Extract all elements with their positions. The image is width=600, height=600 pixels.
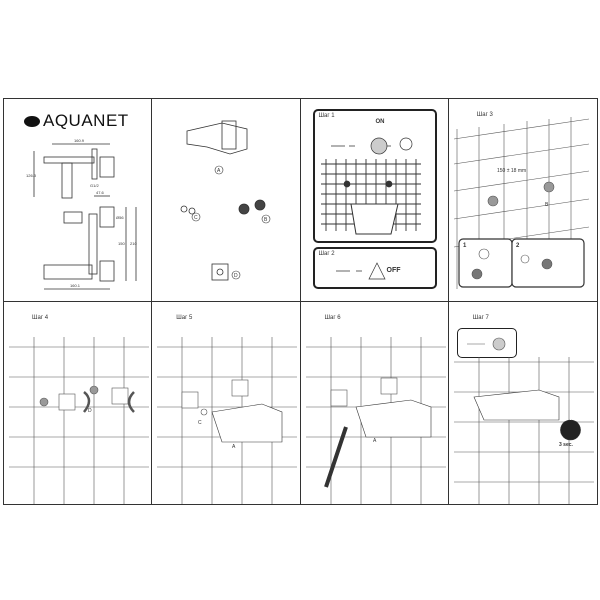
panel-parts: A C B D xyxy=(152,99,301,302)
part-label-c: C xyxy=(194,215,198,221)
part-label-a: A xyxy=(373,438,377,444)
step-5-label: Шаг 5 xyxy=(176,314,193,321)
part-label-d: D xyxy=(88,408,92,414)
brand-logo: AQUANET xyxy=(24,111,129,131)
step-4-drawing: D xyxy=(9,336,149,504)
panel-step-5: Шаг 5 C A xyxy=(152,301,301,504)
substep-1: 1 xyxy=(463,243,467,249)
panel-step-4: Шаг 4 D xyxy=(4,301,153,504)
dim-height: 126.3 xyxy=(26,173,37,178)
panel-dimensions: AQUANET 160.9 126.3 47.6 G1/2 Ø56 150 21… xyxy=(4,99,153,302)
substep-2: 2 xyxy=(516,243,520,249)
part-label-b: B xyxy=(264,217,268,223)
dim-top-width: 160.9 xyxy=(74,138,85,143)
part-label-c: C xyxy=(198,420,202,426)
distance-label: 150 ± 18 mm xyxy=(497,168,526,174)
dim-thread: G1/2 xyxy=(90,183,99,188)
dim-center: 150 xyxy=(118,241,125,246)
step-7-box xyxy=(456,327,517,358)
step-1-box xyxy=(312,109,437,243)
instruction-sheet: AQUANET 160.9 126.3 47.6 G1/2 Ø56 150 21… xyxy=(3,98,598,505)
step-2-label: Шаг 2 xyxy=(318,251,335,257)
panel-step-6: Шаг 6 A xyxy=(301,301,449,504)
dimension-drawing: 160.9 126.3 47.6 G1/2 Ø56 150 210 160.1 xyxy=(26,138,137,290)
part-label-b: B xyxy=(545,202,549,208)
step-4-label: Шаг 4 xyxy=(32,314,49,321)
step-3-label: Шаг 3 xyxy=(476,112,493,118)
dim-range: 210 xyxy=(130,241,137,246)
step-1-label: Шаг 1 xyxy=(318,113,335,119)
panel-step-7: Шаг 7 3 sec. xyxy=(449,302,597,505)
parts-drawing: A C B D xyxy=(180,120,271,281)
panel-steps-1-2: Шаг 1 ON Шаг 2 OFF xyxy=(300,99,449,302)
step-6-label: Шаг 6 xyxy=(324,314,341,321)
part-label-d: D xyxy=(234,273,238,279)
logo-icon xyxy=(24,115,40,127)
part-label-a: A xyxy=(232,444,236,450)
step-5-drawing: C A xyxy=(157,336,298,504)
step-7-label: Шаг 7 xyxy=(472,314,489,321)
step-2-box xyxy=(312,247,437,289)
off-label: OFF xyxy=(386,267,401,274)
on-label: ON xyxy=(375,119,385,125)
dim-bottom-width: 160.1 xyxy=(70,283,81,288)
step-3-drawing: 150 ± 18 mm B 1 2 xyxy=(453,117,589,289)
panel-step-3: Шаг 3 150 ± 18 mm B 1 2 xyxy=(448,99,597,302)
part-label-a: A xyxy=(217,168,221,174)
time-label: 3 sec. xyxy=(559,442,574,448)
step-6-drawing: A xyxy=(305,336,446,504)
step-1-2-drawing xyxy=(320,137,421,280)
dim-offset: 47.6 xyxy=(96,190,105,195)
step-7-drawing: 3 sec. xyxy=(453,337,594,504)
dim-diameter: Ø56 xyxy=(116,215,124,220)
